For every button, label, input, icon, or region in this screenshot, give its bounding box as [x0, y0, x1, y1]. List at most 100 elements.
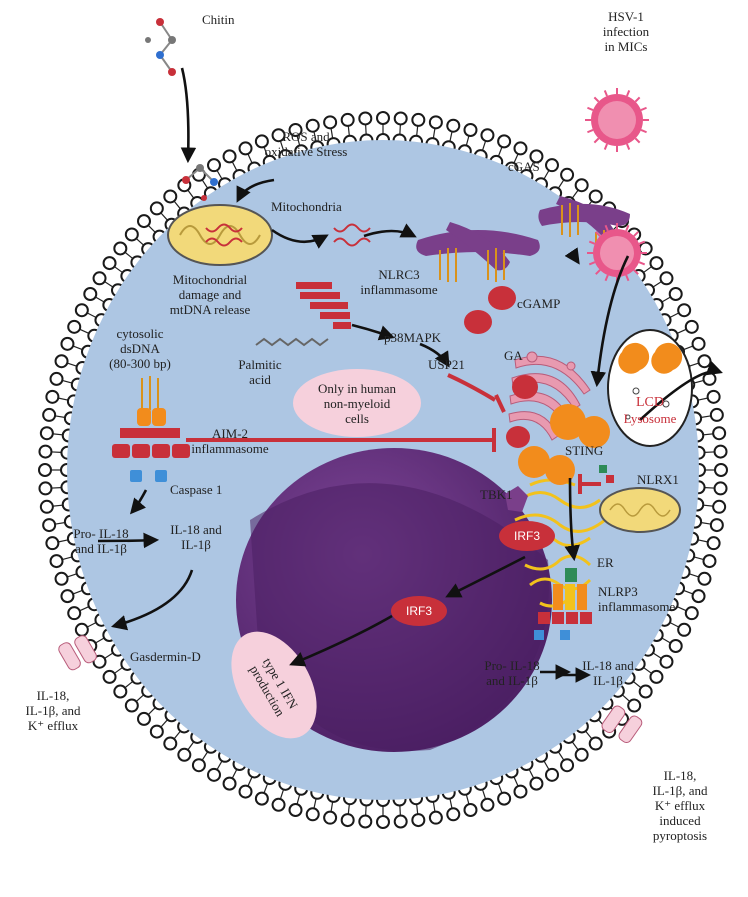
- lipid-head: [712, 426, 727, 441]
- lipid-head: [163, 736, 178, 751]
- lipid-head: [684, 319, 699, 334]
- irf3-top-label: IRF3: [513, 529, 540, 543]
- lipid-head: [638, 684, 653, 699]
- lipid-head: [136, 214, 151, 229]
- virus-spike: [587, 129, 594, 134]
- virus-spike: [626, 143, 631, 150]
- ga-red-molecules: [506, 375, 538, 448]
- lipid-head: [67, 319, 82, 334]
- virus-spike: [638, 240, 646, 245]
- pathway-arrows: [97, 67, 723, 683]
- lipid-head: [393, 111, 408, 126]
- virus-spike: [625, 224, 630, 232]
- lipid-head: [691, 589, 706, 604]
- lipid-head: [697, 571, 712, 586]
- sting-proteins: [518, 404, 610, 485]
- nlrx1-label: NLRX1: [637, 472, 679, 487]
- nlrc3-receptor: [296, 282, 351, 329]
- lipid-head: [463, 803, 478, 818]
- virus-spike: [587, 106, 594, 111]
- lipid-head: [706, 536, 721, 551]
- lipid-head: [102, 669, 117, 684]
- lipid-head: [124, 698, 139, 713]
- lipid-head: [83, 287, 98, 301]
- lipid-head: [480, 128, 495, 143]
- lipid-head: [513, 141, 528, 156]
- lipid-head: [497, 134, 512, 149]
- lipid-head: [49, 554, 64, 569]
- lysosome-label: Lysosome: [623, 411, 677, 426]
- lipid-head: [222, 776, 237, 791]
- nucleus: [236, 448, 552, 752]
- cgamp-molecules: [464, 286, 516, 334]
- nlrp3-inflammasome-complex: [534, 568, 592, 640]
- lipid-head: [136, 711, 151, 726]
- virus-spikes: [585, 88, 649, 283]
- virus-spike: [633, 269, 639, 275]
- virus-spike: [603, 90, 608, 97]
- lipid-head: [177, 747, 192, 762]
- virus-spike: [595, 269, 601, 275]
- lipid-head: [288, 803, 303, 818]
- virus-spike: [604, 224, 609, 232]
- lipid-head: [697, 354, 712, 369]
- inhibition-lines: [186, 373, 601, 494]
- lipid-head: [67, 606, 82, 621]
- lipid-head: [305, 118, 320, 133]
- lipid-head: [574, 178, 589, 193]
- lipid-head: [102, 256, 117, 271]
- lipid-head: [254, 791, 269, 806]
- lipid-head: [446, 807, 461, 822]
- ga-label: GA: [504, 348, 523, 363]
- nlrx1-complex: [599, 465, 614, 483]
- lipid-head: [163, 189, 178, 204]
- er-label: ER: [597, 555, 614, 570]
- lipid-head: [497, 791, 512, 806]
- lipid-head: [340, 112, 355, 127]
- lipid-head: [529, 149, 544, 164]
- lipid-head: [38, 481, 53, 496]
- lipid-head: [428, 810, 443, 825]
- lysosome: [607, 329, 693, 447]
- lipid-head: [545, 767, 559, 782]
- lipid-head: [49, 371, 64, 386]
- human-only-note-oval: [293, 369, 421, 437]
- lipid-head: [713, 444, 728, 459]
- lipid-head: [480, 797, 495, 812]
- lipid-head: [39, 499, 54, 514]
- lipid-head: [113, 241, 128, 256]
- lipid-head: [113, 684, 128, 699]
- lipid-head: [124, 227, 139, 242]
- lipid-head: [54, 571, 69, 586]
- lipid-head: [38, 463, 52, 477]
- lipid-head: [42, 407, 57, 422]
- lipid-head: [393, 814, 408, 829]
- lipid-head: [323, 810, 338, 825]
- gasdermin-pore-right: [601, 705, 643, 744]
- virus-spike: [588, 240, 596, 245]
- lipid-head: [706, 389, 721, 404]
- lipid-head: [529, 776, 544, 791]
- lipid-head: [340, 813, 355, 828]
- lipid-head: [709, 518, 724, 533]
- lipid-head: [149, 201, 164, 216]
- lipid-head: [713, 481, 728, 496]
- lipid-head: [627, 698, 642, 713]
- hsv1-virus: [591, 94, 643, 277]
- caspase1-label: Caspase 1: [170, 482, 223, 497]
- virus-spike: [640, 129, 647, 134]
- lipid-head: [684, 606, 699, 621]
- virus-spike: [595, 231, 601, 237]
- lipid-head: [238, 141, 253, 156]
- gasdermin-pore-left: [58, 635, 97, 671]
- lipid-head: [45, 536, 60, 551]
- lipid-head: [668, 287, 683, 301]
